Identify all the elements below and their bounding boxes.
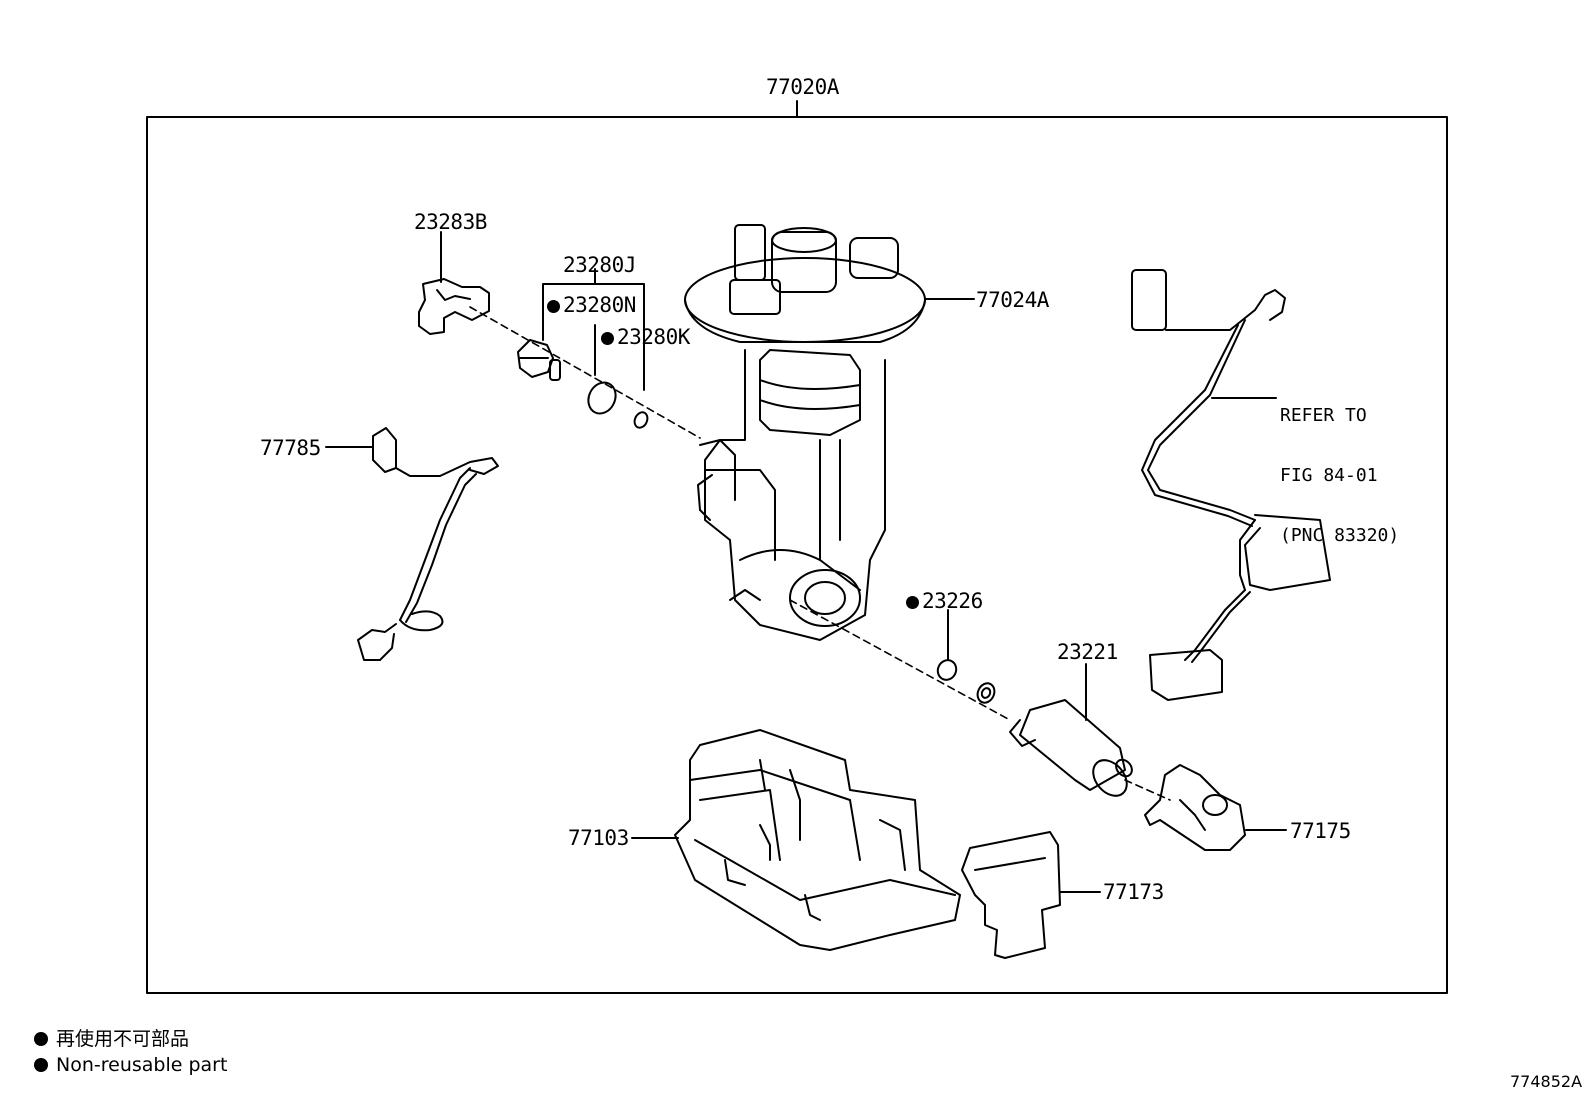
non-reusable-marker [906, 596, 919, 609]
label-23226-text: 23226 [922, 589, 983, 613]
case-77103-part [631, 729, 961, 951]
fuel-sender-83320-part [1131, 269, 1331, 701]
oring-23280k [633, 411, 649, 429]
refer-note: REFER TO FIG 84-01 (PNC 83320) [1280, 366, 1399, 566]
label-23283b: 23283B [414, 210, 487, 234]
assembly-frame [146, 116, 1448, 994]
legend-english: Non-reusable part [34, 1054, 227, 1076]
legend-dot-icon [34, 1058, 48, 1072]
seal-23226-part [936, 609, 996, 704]
oring-23280n [587, 381, 617, 415]
label-77175: 77175 [1290, 819, 1351, 843]
non-reusable-marker [547, 300, 560, 313]
sender-gauge-77785-part [325, 427, 499, 661]
clip-23283b-part [418, 231, 490, 335]
label-23226: 23226 [906, 589, 983, 613]
label-77785: 77785 [260, 436, 321, 460]
figure-id: 774852A [1510, 1072, 1583, 1091]
pump-module-77024a-part [684, 224, 975, 641]
non-reusable-marker [601, 332, 614, 345]
fuel-pump-23221-part [1009, 663, 1133, 797]
legend-english-text: Non-reusable part [56, 1054, 228, 1076]
label-23280n: 23280N [547, 293, 636, 317]
label-77020a: 77020A [766, 75, 839, 99]
label-23280k: 23280K [601, 325, 690, 349]
regulator-23280j-part [517, 268, 649, 429]
label-23221: 23221 [1057, 640, 1118, 664]
pad-77173-part [961, 831, 1101, 959]
label-23280k-text: 23280K [617, 325, 690, 349]
legend-japanese: 再使用不可部品 [34, 1028, 189, 1050]
assembly-axis [469, 306, 1171, 801]
label-77173: 77173 [1103, 880, 1164, 904]
refer-note-line1: REFER TO [1280, 405, 1367, 426]
label-23280n-text: 23280N [563, 293, 636, 317]
refer-note-line2: FIG 84-01 [1280, 465, 1378, 486]
label-23280j: 23280J [563, 253, 636, 277]
refer-note-line3: (PNC 83320) [1280, 525, 1400, 546]
legend-japanese-text: 再使用不可部品 [56, 1028, 190, 1050]
label-77024a: 77024A [976, 288, 1049, 312]
legend-dot-icon [34, 1032, 48, 1046]
label-77103: 77103 [568, 826, 629, 850]
cover-77175-part [1144, 764, 1287, 851]
